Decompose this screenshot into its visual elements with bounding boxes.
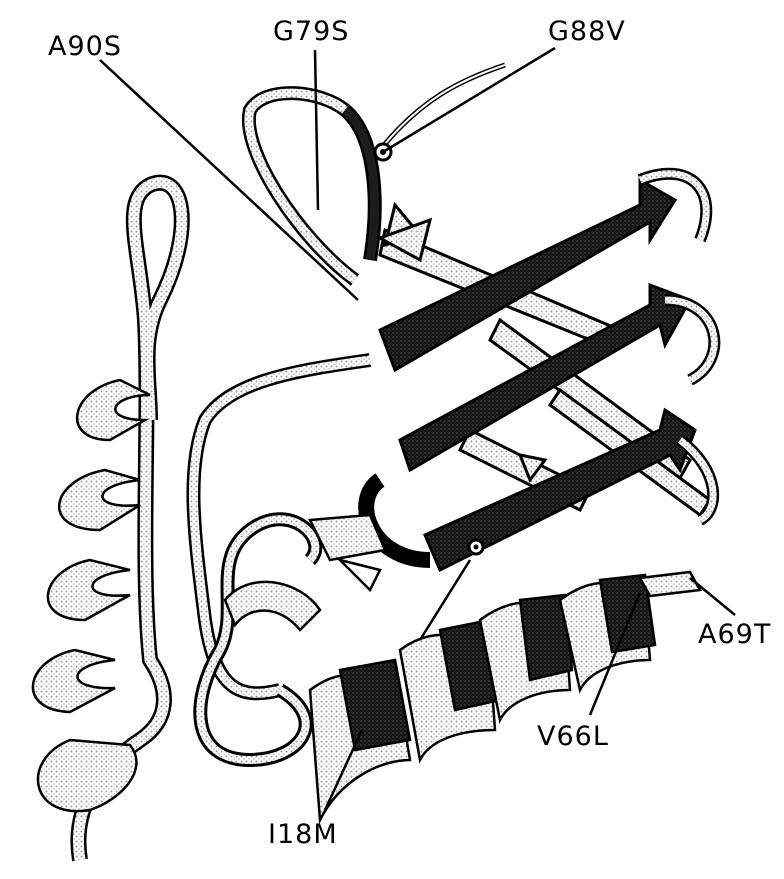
label-a69t: A69T	[698, 619, 771, 650]
label-i18m: I18M	[268, 819, 338, 850]
left-helix	[33, 380, 150, 811]
label-a90s: A90S	[48, 31, 122, 62]
bottom-helix	[310, 572, 700, 820]
a69t-leader	[690, 578, 735, 615]
label-g79s: G79S	[273, 16, 349, 47]
top-hairpin-loop	[249, 65, 505, 280]
g79s-leader	[315, 50, 318, 210]
label-v66l: V66L	[537, 721, 609, 752]
g88v-leader	[383, 48, 555, 152]
label-g88v: G88V	[548, 16, 626, 47]
